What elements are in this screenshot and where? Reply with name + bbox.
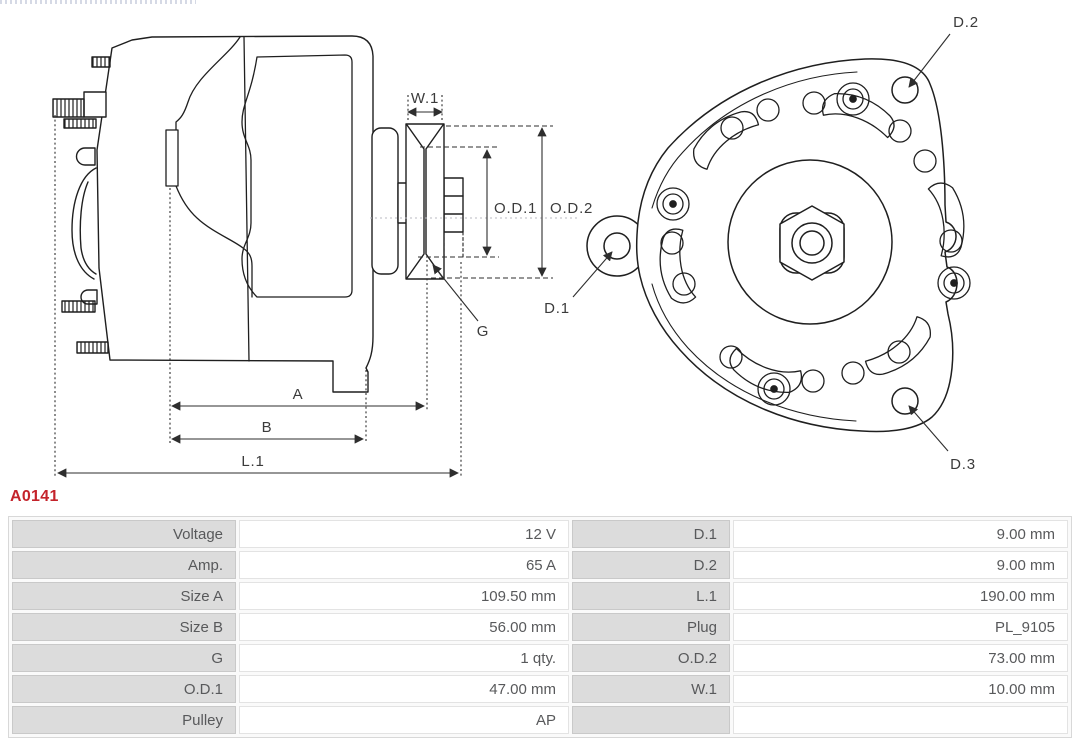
- spec-label: D.2: [572, 551, 730, 579]
- dim-label-b: B: [262, 419, 273, 436]
- spec-value: 109.50 mm: [239, 582, 569, 610]
- spec-row-pulley: Pulley AP: [12, 706, 1068, 734]
- spec-value: 47.00 mm: [239, 675, 569, 703]
- spec-label: O.D.1: [12, 675, 236, 703]
- spec-value: AP: [239, 706, 569, 734]
- pulley: [405, 123, 445, 280]
- spec-value: 65 A: [239, 551, 569, 579]
- spec-row-g: G 1 qty. O.D.2 73.00 mm: [12, 644, 1068, 672]
- dim-label-od1: O.D.1: [494, 200, 537, 217]
- spec-value: 9.00 mm: [733, 520, 1068, 548]
- spec-label: [572, 706, 730, 734]
- dim-label-d3: D.3: [950, 456, 976, 473]
- dim-label-l1: L.1: [241, 453, 264, 470]
- dim-label-w1: W.1: [411, 90, 439, 107]
- spec-label: D.1: [572, 520, 730, 548]
- spec-row-size-b: Size B 56.00 mm Plug PL_9105: [12, 613, 1068, 641]
- watermark-dots: [0, 0, 196, 4]
- spec-label: W.1: [572, 675, 730, 703]
- spec-value: 1 qty.: [239, 644, 569, 672]
- dim-label-g: G: [477, 323, 489, 340]
- spec-row-amp: Amp. 65 A D.2 9.00 mm: [12, 551, 1068, 579]
- spec-label: Amp.: [12, 551, 236, 579]
- spec-value: 73.00 mm: [733, 644, 1068, 672]
- part-number: A0141: [10, 488, 59, 505]
- dim-label-od2: O.D.2: [550, 200, 593, 217]
- shaft-and-pulley: [371, 123, 464, 280]
- side-view-dimensions: [54, 95, 578, 478]
- spec-label: G: [12, 644, 236, 672]
- rear-view-drawing: [586, 58, 971, 433]
- spec-table: Voltage 12 V D.1 9.00 mm Amp. 65 A D.2 9…: [8, 516, 1072, 738]
- mounting-studs: [52, 56, 111, 354]
- spec-label: Plug: [572, 613, 730, 641]
- spec-row-voltage: Voltage 12 V D.1 9.00 mm: [12, 520, 1068, 548]
- spec-value: 10.00 mm: [733, 675, 1068, 703]
- alternator-body-outline: [96, 35, 374, 393]
- spec-label: Voltage: [12, 520, 236, 548]
- rear-view-leaders: [572, 33, 951, 452]
- technical-drawing-svg: W.1 O.D.1 O.D.2 G A B L.1: [52, 14, 979, 478]
- technical-drawing: W.1 O.D.1 O.D.2 G A B L.1: [52, 14, 979, 478]
- spec-row-od1: O.D.1 47.00 mm W.1 10.00 mm: [12, 675, 1068, 703]
- dim-label-d1: D.1: [544, 300, 570, 317]
- spec-value: 56.00 mm: [239, 613, 569, 641]
- spec-value: 12 V: [239, 520, 569, 548]
- spec-value: [733, 706, 1068, 734]
- side-view-drawing: [52, 35, 464, 393]
- spec-label: L.1: [572, 582, 730, 610]
- rear-view-dimension-labels: D.1 D.2 D.3: [544, 14, 979, 473]
- spec-value: 9.00 mm: [733, 551, 1068, 579]
- through-bolts: [656, 82, 971, 406]
- spec-value: 190.00 mm: [733, 582, 1068, 610]
- dim-label-d2: D.2: [953, 14, 979, 31]
- spec-label: Size A: [12, 582, 236, 610]
- spec-label: Pulley: [12, 706, 236, 734]
- body-internal-lines: [165, 36, 353, 362]
- rotor-center: [727, 159, 893, 325]
- side-view-dimension-labels: W.1 O.D.1 O.D.2 G A B L.1: [241, 90, 593, 470]
- spec-row-size-a: Size A 109.50 mm L.1 190.00 mm: [12, 582, 1068, 610]
- vent-holes: [660, 91, 963, 393]
- dim-label-a: A: [293, 386, 304, 403]
- spec-label: Size B: [12, 613, 236, 641]
- spec-label: O.D.2: [572, 644, 730, 672]
- spec-value: PL_9105: [733, 613, 1068, 641]
